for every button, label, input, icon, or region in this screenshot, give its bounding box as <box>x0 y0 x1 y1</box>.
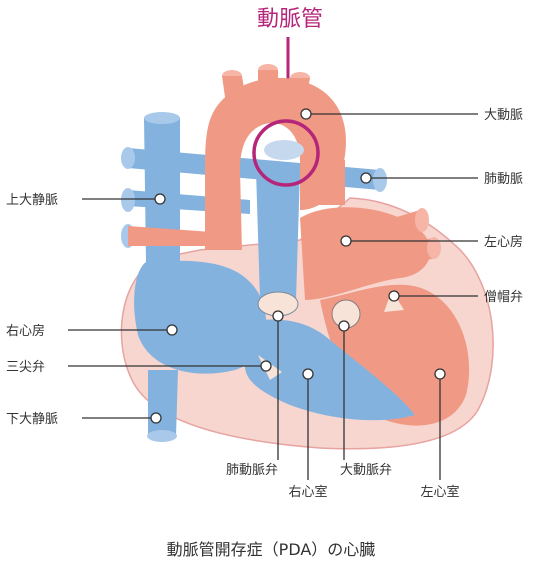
pulmonary-vein-lower <box>380 238 436 268</box>
ductus-arteriosus-shunt <box>264 140 304 160</box>
ductus-arteriosus-title: 動脈管 <box>257 7 323 32</box>
label-left-atrium: 左心房 <box>484 234 523 250</box>
label-leaders <box>68 108 478 480</box>
descending-aorta-shape <box>310 160 345 205</box>
pulmonary-artery-left-end <box>373 168 387 192</box>
pulmonary-artery-right-end-1 <box>121 147 135 169</box>
pulmonary-vein-lower-end <box>427 237 441 259</box>
inferior-vena-cava-shape <box>148 370 178 436</box>
right-atrium-shape <box>134 260 267 374</box>
label-pulmonary-valve: 肺動脈弁 <box>226 463 278 478</box>
label-right-atrium: 右心房 <box>6 323 45 339</box>
ductus-arteriosus-circle <box>252 119 320 187</box>
label-superior-vena-cava: 上大静脈 <box>6 193 58 208</box>
label-left-ventricle: 左心室 <box>420 484 459 500</box>
diagram-caption: 動脈管開存症（PDA）の心臓 <box>167 540 376 559</box>
superior-vena-cava-top <box>144 112 180 124</box>
pulmonary-vein-upper <box>370 210 424 248</box>
label-mitral-valve: 僧帽弁 <box>484 289 523 305</box>
pulmonary-trunk-shape <box>256 170 300 300</box>
label-tricuspid-valve: 三尖弁 <box>6 360 45 375</box>
right-ventricle-shape <box>244 319 415 421</box>
aortic-branch-1-stem <box>222 76 246 104</box>
inferior-vena-cava-bottom <box>147 430 177 442</box>
aortic-branch-3-stem <box>288 78 310 98</box>
label-pulmonary-artery: 肺動脈 <box>484 172 523 187</box>
label-inferior-vena-cava: 下大静脈 <box>6 412 58 427</box>
label-aortic-valve: 大動脈弁 <box>340 463 392 478</box>
label-right-ventricle: 右心室 <box>288 484 327 500</box>
pulmonary-vein-upper-end <box>415 208 429 232</box>
aortic-arch-shape <box>205 77 346 250</box>
label-aorta: 大動脈 <box>484 108 523 123</box>
pulmonary-artery-right-end-2 <box>121 188 135 212</box>
pulmonary-artery-right-branch-2 <box>128 226 212 246</box>
aortic-branch-2-stem <box>258 70 278 90</box>
